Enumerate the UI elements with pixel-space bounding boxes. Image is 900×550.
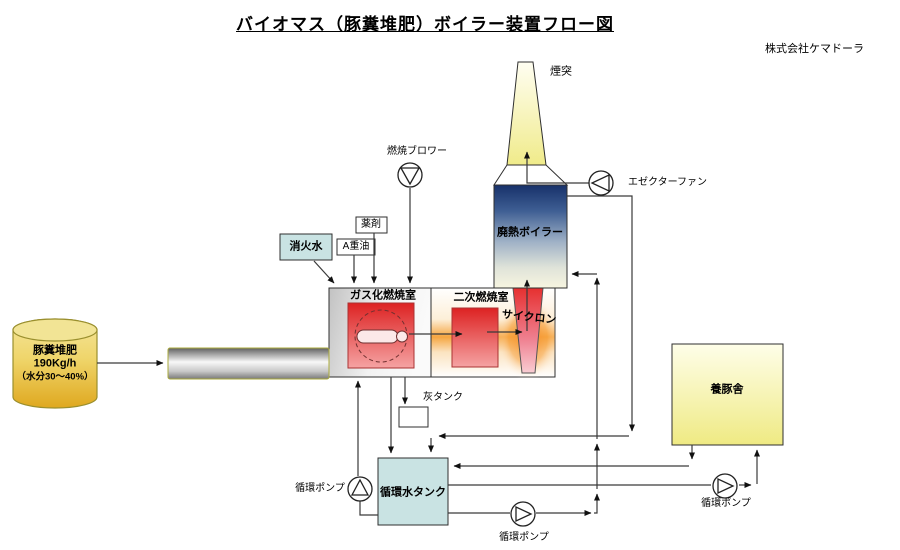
line-fire-water (313, 260, 335, 284)
circulating-water-tank-box (377, 457, 449, 526)
secondary-chamber-label: 二次燃焼室 (453, 291, 509, 304)
secondary-firebox (451, 307, 499, 368)
circulation-pump-left-label: 循環ポンプ (295, 483, 345, 494)
circulation-pump-center-icon (510, 501, 536, 527)
fire-water-label: 消火水 (289, 240, 323, 253)
manure-moisture-label: （水分30～40%） (16, 371, 94, 383)
waste-heat-boiler-label: 廃熱ボイラー (497, 226, 563, 239)
manure-name-label: 豚糞堆肥 (33, 344, 77, 357)
heavy-oil-box (336, 238, 376, 256)
chimney-label: 煙突 (550, 65, 572, 78)
diagram-title: バイオマス（豚糞堆肥）ボイラー装置フロー図 (236, 15, 614, 34)
chimney-stack (506, 61, 547, 166)
manure-rate-label: 190Kg/h (33, 357, 77, 370)
chimney-base-funnel (493, 164, 569, 186)
combustion-blower-label: 燃焼ブロワー (387, 146, 447, 157)
circulation-pump-left-icon (347, 476, 373, 502)
line-fan-to-chimney (524, 151, 589, 184)
circulating-water-tank-label: 循環水タンク (380, 486, 446, 499)
manure-cylinder-top (12, 318, 98, 342)
circulation-pump-right-icon (712, 473, 738, 499)
company-name: 株式会社ケマドーラ (765, 43, 864, 55)
chemical-box (355, 216, 388, 234)
chemical-label: 薬剤 (361, 219, 381, 230)
ejector-fan-icon (588, 170, 614, 196)
circulation-pump-right-label: 循環ポンプ (701, 498, 751, 509)
combustion-blower-icon (397, 162, 423, 188)
fire-water-box (279, 233, 333, 261)
ash-tank-box (398, 406, 429, 428)
line-left-pump-from-tank (359, 500, 378, 516)
line-riser-seg1 (594, 493, 600, 514)
line-boiler-down-right (567, 195, 635, 432)
pig-house-label: 養豚舎 (710, 383, 744, 396)
heavy-oil-label: A重油 (342, 241, 370, 252)
feed-screw-capsule (356, 329, 399, 344)
feed-screw-end (396, 330, 408, 343)
pig-house-box (671, 343, 784, 446)
gasification-chamber-label: ガス化燃焼室 (350, 289, 416, 302)
ejector-fan-label: エゼクターファン (628, 177, 707, 188)
ash-tank-label: 灰タンク (423, 392, 463, 403)
circulation-pump-center-label: 循環ポンプ (499, 532, 549, 543)
flow-lines (97, 151, 760, 516)
feed-pipe (167, 347, 330, 380)
